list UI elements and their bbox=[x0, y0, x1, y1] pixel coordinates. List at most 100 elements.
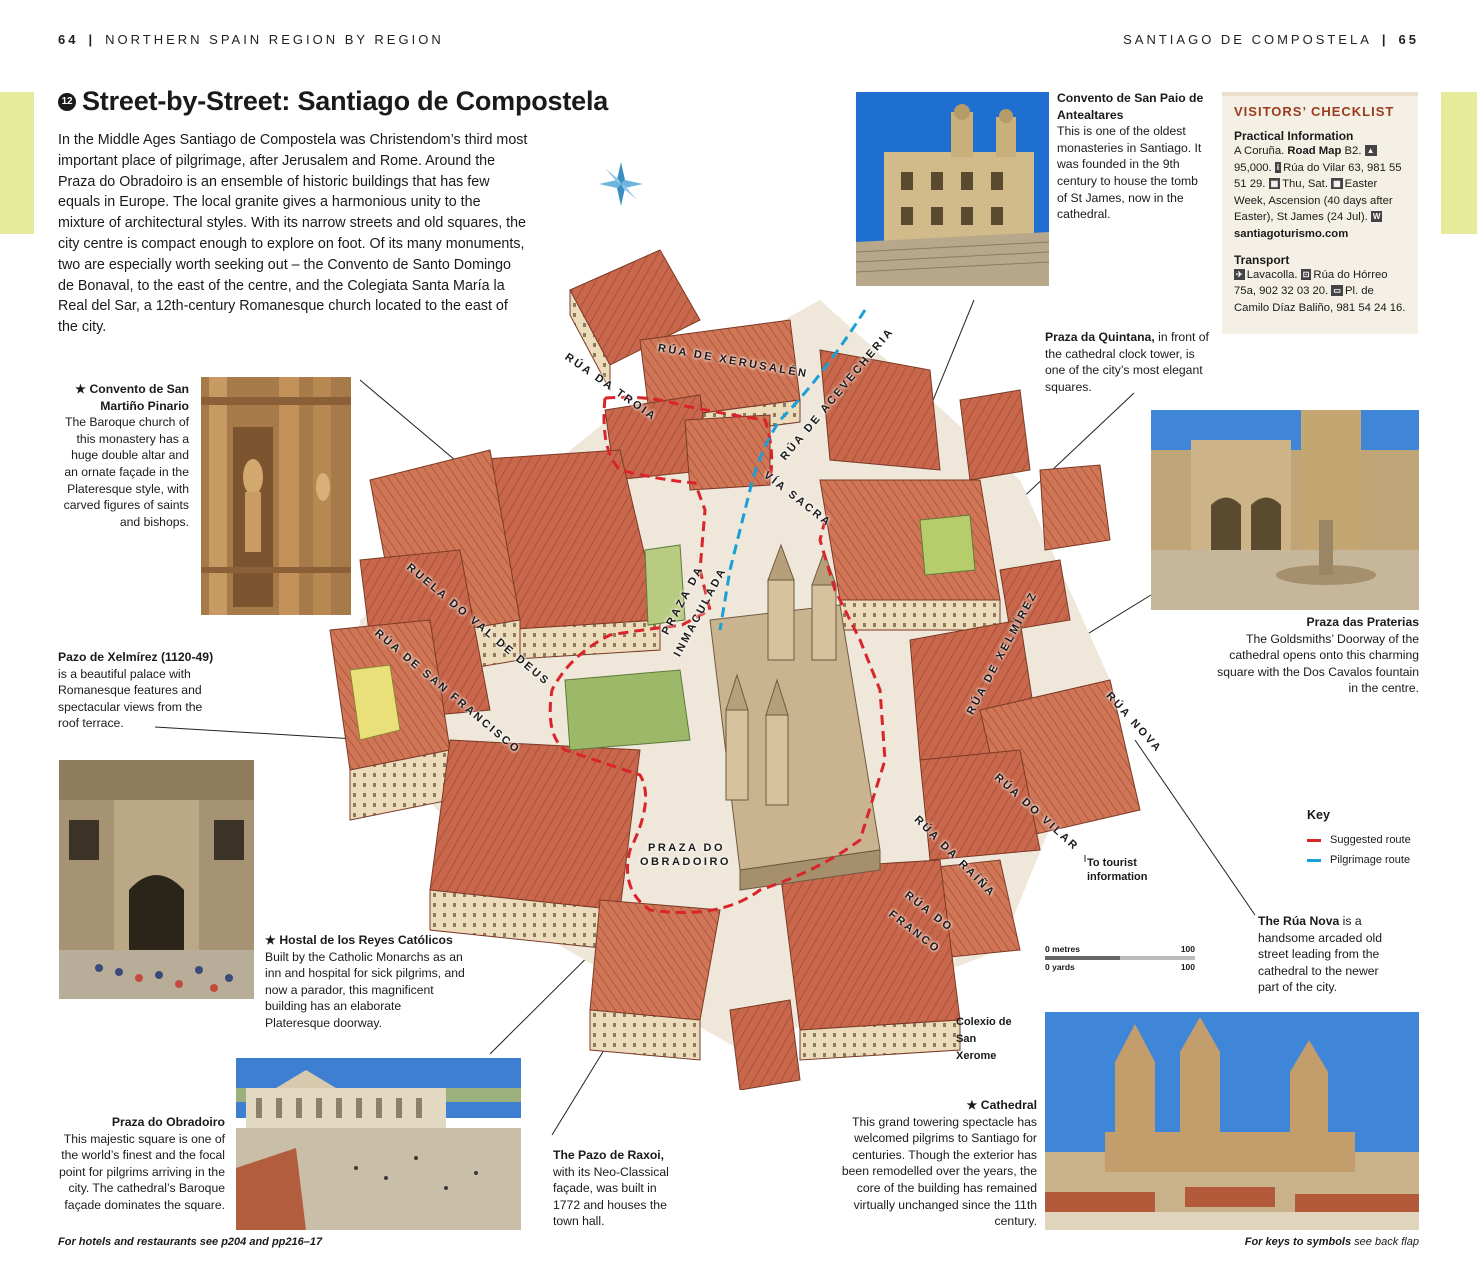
callout-title: Convento de San Martiño Pinario bbox=[89, 382, 189, 413]
photo-hostal-reyes-catolicos bbox=[59, 760, 254, 999]
map-label-obradoiro-2: OBRADOIRO bbox=[640, 856, 731, 868]
callout-praza-quintana: Praza da Quintana, in front of the cathe… bbox=[1045, 329, 1211, 395]
key-item-suggested-route: Suggested route bbox=[1307, 834, 1411, 846]
footer-left: For hotels and restaurants see p204 and … bbox=[58, 1236, 323, 1248]
callout-cathedral: ★ Cathedral This grand towering spectacl… bbox=[835, 1097, 1037, 1230]
star-icon: ★ bbox=[966, 1098, 978, 1112]
callout-body: Built by the Catholic Monarchs as an inn… bbox=[265, 949, 465, 1030]
scale-metres-value: 100 bbox=[1180, 944, 1195, 954]
bus-icon: ▭ bbox=[1331, 285, 1343, 297]
checklist-road-map-ref: B2. bbox=[1344, 145, 1362, 157]
callout-praza-obradoiro: Praza do Obradoiro This majestic square … bbox=[58, 1114, 225, 1214]
checklist-population: 95,000. bbox=[1234, 161, 1272, 174]
running-head-left: 64 | NORTHERN SPAIN REGION BY REGION bbox=[58, 32, 444, 47]
callout-body: is a beautiful palace with Romanesque fe… bbox=[58, 666, 203, 731]
header-separator: | bbox=[88, 32, 96, 47]
callout-body: is a handsome arcaded old street leading… bbox=[1258, 914, 1382, 995]
star-icon: ★ bbox=[265, 933, 276, 947]
scale-metres-label: 0 metres bbox=[1045, 944, 1080, 954]
map-label-obradoiro-1: PRAZA DO bbox=[648, 842, 726, 854]
aerial-street-map: RÚA DE XERUSALÉN RÚA DA TROIA RÚA DE ACE… bbox=[320, 150, 1164, 1091]
info-icon: i bbox=[1274, 161, 1282, 173]
callout-body: The Goldsmiths’ Doorway of the cathedral… bbox=[1217, 631, 1419, 696]
checklist-transport-body: ✈Lavacolla. ⊡Rúa do Hórreo 75a, 902 32 0… bbox=[1234, 267, 1408, 317]
footer-right: For keys to symbols see back flap bbox=[1245, 1236, 1419, 1248]
web-icon: W bbox=[1370, 211, 1383, 223]
key-item-label: Pilgrimage route bbox=[1330, 854, 1411, 866]
callout-pazo-raxoi: The Pazo de Raxoi, with its Neo-Classica… bbox=[553, 1147, 681, 1230]
callout-colexio-san-xerome: Colexio de San Xerome bbox=[956, 1014, 1016, 1065]
checklist-road-map-label: Road Map bbox=[1287, 145, 1342, 157]
callout-title: The Pazo de Raxoi, bbox=[553, 1148, 665, 1162]
scale-bar-graphic bbox=[1045, 956, 1195, 960]
checklist-practical-heading: Practical Information bbox=[1234, 129, 1354, 143]
map-illustration bbox=[329, 249, 1141, 1091]
section-color-tab-left bbox=[0, 92, 34, 234]
callout-title: Hostal de los Reyes Católicos bbox=[279, 933, 453, 947]
calendar-icon: ▦ bbox=[1268, 178, 1281, 190]
compass-rose-icon bbox=[599, 162, 643, 206]
checklist-bus: Pl. de Camilo Díaz Baliño, 981 54 24 16. bbox=[1234, 285, 1406, 314]
callout-rua-nova: The Rúa Nova is a handsome arcaded old s… bbox=[1258, 913, 1398, 996]
train-icon: ⊡ bbox=[1300, 268, 1312, 280]
key-item-label: Suggested route bbox=[1330, 834, 1411, 846]
scale-yards-value: 100 bbox=[1180, 962, 1195, 972]
running-head-right: SANTIAGO DE COMPOSTELA | 65 bbox=[1123, 32, 1419, 47]
key-item-pilgrimage-route: Pilgrimage route bbox=[1307, 854, 1411, 866]
callout-title: The Rúa Nova bbox=[1258, 914, 1340, 928]
photo-praza-praterias bbox=[1151, 410, 1419, 610]
star-icon: ★ bbox=[75, 382, 87, 396]
photo-praza-obradoiro bbox=[236, 1058, 521, 1230]
scale-bar: 0 metres 100 0 yards 100 bbox=[1045, 944, 1195, 972]
calendar-icon: ▦ bbox=[1331, 178, 1343, 190]
section-color-tab-right bbox=[1441, 92, 1477, 234]
page-title-text: Street-by-Street: Santiago de Compostela bbox=[82, 86, 609, 116]
page-number-left: 64 bbox=[58, 32, 79, 47]
photo-san-martino-pinario bbox=[201, 377, 351, 615]
footer-right-lead: For keys to symbols bbox=[1244, 1236, 1352, 1248]
checklist-airport: Lavacolla. bbox=[1246, 268, 1298, 281]
callout-pazo-xelmirez: Pazo de Xelmírez (1120-49) is a beautifu… bbox=[58, 649, 223, 732]
plane-icon: ✈ bbox=[1234, 268, 1245, 280]
callout-tourist-information: To tourist information bbox=[1087, 856, 1162, 884]
callout-title: To tourist information bbox=[1087, 857, 1148, 883]
callout-body: The Baroque church of this monastery has… bbox=[63, 415, 189, 529]
checklist-fiestas: Easter Week, Ascension (40 days after Ea… bbox=[1234, 178, 1393, 224]
callout-title: Praza das Praterias bbox=[1306, 615, 1419, 629]
page-number-right: 65 bbox=[1398, 32, 1419, 47]
checklist-transport-heading: Transport bbox=[1234, 252, 1290, 267]
map-key: Key Suggested route Pilgrimage route bbox=[1307, 808, 1411, 874]
page-title: 12 Street-by-Street: Santiago de Compost… bbox=[58, 86, 608, 117]
callout-body: This majestic square is one of the world… bbox=[59, 1131, 225, 1212]
callout-title: Praza do Obradoiro bbox=[111, 1115, 225, 1129]
callout-body: with its Neo-Classical façade, was built… bbox=[553, 1164, 669, 1229]
checklist-railway: Rúa do Hórreo 75a, 902 32 03 20. bbox=[1234, 268, 1388, 298]
callout-title: Cathedral bbox=[980, 1098, 1037, 1112]
checklist-tourist-info: Rúa do Vilar 63, 981 55 51 29. bbox=[1234, 161, 1402, 191]
section-name-right: SANTIAGO DE COMPOSTELA bbox=[1123, 32, 1372, 47]
intro-paragraph: In the Middle Ages Santiago de Compostel… bbox=[58, 132, 528, 336]
entry-number-badge: 12 bbox=[58, 92, 76, 111]
pilgrimage-route-swatch bbox=[1307, 858, 1321, 862]
callout-title: Pazo de Xelmírez (1120-49) bbox=[58, 650, 214, 664]
photo-cathedral bbox=[1045, 1012, 1419, 1230]
section-name-left: NORTHERN SPAIN REGION BY REGION bbox=[105, 32, 444, 47]
suggested-route-swatch bbox=[1307, 838, 1321, 842]
checklist-province: A Coruña. bbox=[1234, 145, 1285, 157]
callout-title: Convento de San Paio de Antealtares bbox=[1057, 91, 1204, 122]
footer-right-ref: see back flap bbox=[1354, 1236, 1419, 1248]
callout-body: This is one of the oldest monasteries in… bbox=[1057, 124, 1202, 222]
scale-yards-label: 0 yards bbox=[1045, 962, 1075, 972]
callout-convento-san-paio: Convento de San Paio de Antealtares This… bbox=[1057, 90, 1207, 223]
population-icon: ▲ bbox=[1364, 145, 1377, 156]
checklist-website[interactable]: santiagoturismo.com bbox=[1234, 227, 1349, 240]
header-separator: | bbox=[1381, 32, 1389, 47]
callout-san-martino-pinario: ★ Convento de San Martiño Pinario The Ba… bbox=[58, 381, 189, 530]
photo-convento-san-paio bbox=[856, 92, 1049, 286]
callout-praza-praterias: Praza das Praterias The Goldsmiths’ Door… bbox=[1212, 614, 1419, 697]
callout-title: Colexio de San Xerome bbox=[956, 1016, 1012, 1062]
checklist-market-days: Thu, Sat. bbox=[1282, 178, 1328, 191]
visitors-checklist: VISITORS’ CHECKLIST Practical Informatio… bbox=[1222, 92, 1418, 334]
callout-hostal-reyes-catolicos: ★ Hostal de los Reyes Católicos Built by… bbox=[265, 932, 465, 1032]
